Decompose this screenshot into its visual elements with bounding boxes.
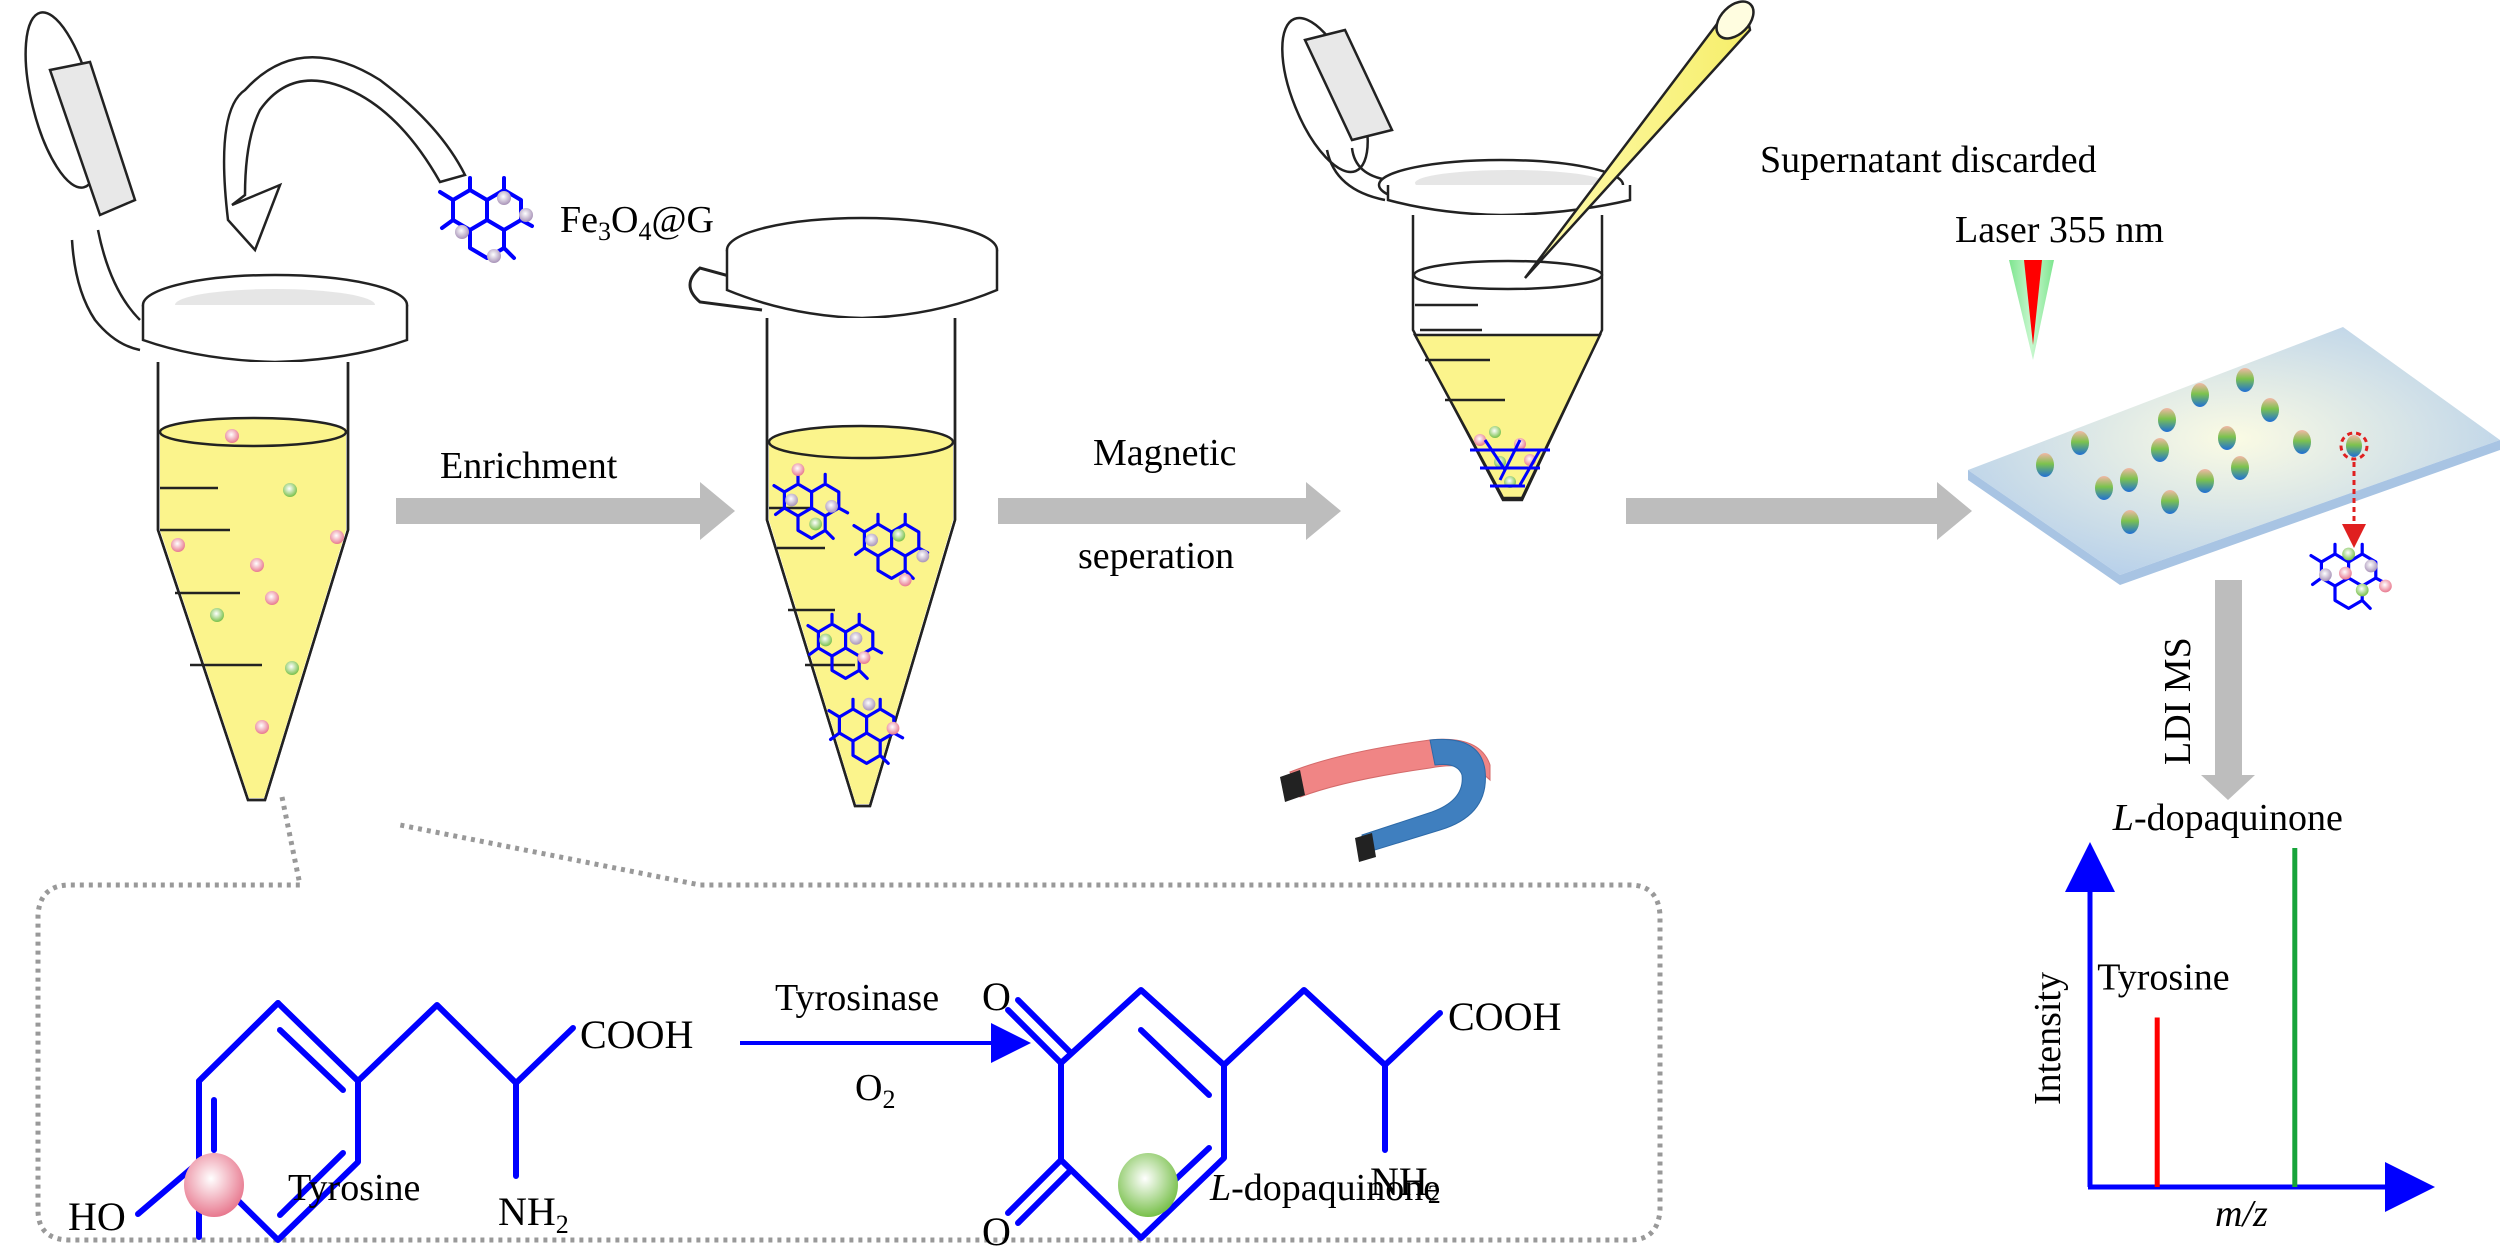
tube-1-sample — [24, 11, 409, 802]
tyrosine-bead-icon — [184, 1153, 244, 1217]
tyrosine-ho-label: HO — [68, 1194, 126, 1239]
tube-2-complexes — [772, 463, 930, 766]
tube-1-liquid — [160, 428, 346, 798]
tube-1-beads — [171, 429, 344, 734]
dopaquinone-o-bottom: O — [982, 1209, 1011, 1254]
transfer-arrow — [1626, 482, 1972, 540]
fe3o4-graphene-icon — [438, 176, 534, 263]
reagent-label: Fe3O4@G — [560, 199, 714, 246]
ldi-ms-label: LDI MS — [2157, 637, 2199, 765]
peak-label-tyrosine: Tyrosine — [2097, 957, 2229, 999]
laser-beam — [2009, 260, 2054, 360]
laser-label: Laser 355 nm — [1955, 209, 2164, 251]
enrichment-arrow — [396, 482, 735, 540]
enrichment-label: Enrichment — [440, 445, 618, 487]
cofactor-label: O2 — [855, 1067, 895, 1114]
tyrosine-legend-label: Tyrosine — [288, 1167, 420, 1209]
dopaquinone-cooh-label: COOH — [1448, 994, 1561, 1039]
pipette-tip — [1524, 10, 1752, 279]
desorbed-complex-icon — [2309, 542, 2392, 611]
maldi-target-slide — [1968, 327, 2500, 585]
ldi-ms-arrow — [2201, 580, 2255, 800]
dopaquinone-legend-label: L-dopaquinone — [1209, 1167, 1440, 1209]
mass-spectrum-chart: Intensity m/z Tyrosine L-dopaquinone — [2027, 797, 2435, 1235]
magnetic-label-line2: seperation — [1078, 535, 1234, 577]
tyrosine-cooh-label: COOH — [580, 1012, 693, 1057]
dopaquinone-nh2-label: NH2 — [1370, 1159, 1441, 1209]
reaction-callout-box — [35, 796, 1663, 1243]
peak-label-l-dopaquinone: L-dopaquinone — [2112, 797, 2343, 839]
supernatant-label: Supernatant discarded — [1760, 139, 2097, 181]
tyrosine-nh2-label: NH2 — [498, 1189, 569, 1239]
add-reagent-curved-arrow — [222, 56, 467, 253]
sample-spots — [2036, 368, 2311, 534]
horseshoe-magnet — [1280, 738, 1491, 862]
tube-3-separation — [1281, 16, 1632, 502]
selected-spot-highlight — [2339, 431, 2369, 461]
magnetic-label-line1: Magnetic — [1093, 432, 1237, 474]
x-axis-label: m/z — [2215, 1193, 2268, 1235]
tube-3-liquid-and-pellet — [1412, 333, 1602, 500]
dopaquinone-bead-icon — [1118, 1153, 1178, 1217]
dopaquinone-o-top: O — [982, 974, 1011, 1019]
magnetic-separation-arrow — [998, 482, 1341, 540]
tube-1-open-lid — [24, 11, 141, 352]
tube-2-enrichment — [688, 216, 999, 808]
enzyme-label: Tyrosinase — [775, 977, 939, 1019]
tube-3-open-lid — [1281, 16, 1394, 202]
y-axis-label: Intensity — [2027, 972, 2069, 1105]
dopaquinone-structure: O O COOH NH2 — [982, 974, 1561, 1254]
tube-2-liquid — [769, 440, 953, 804]
